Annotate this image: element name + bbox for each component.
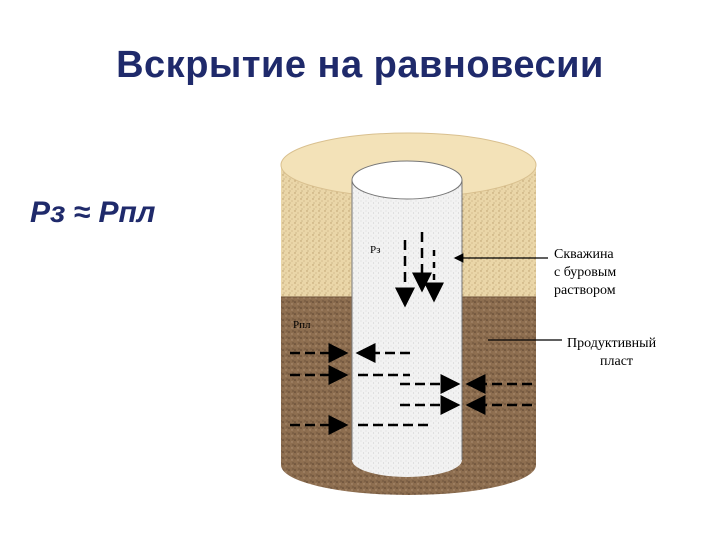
callout-formation-line-1: Продуктивный xyxy=(567,336,657,351)
callout-well-line-1: Скважина xyxy=(554,247,614,262)
well-pressure-label: Рз xyxy=(370,244,380,256)
wellbore-top xyxy=(352,161,462,199)
wellbore xyxy=(352,161,462,477)
formation-pressure-label: Рпл xyxy=(293,319,311,331)
callout-well-line-3: раствором xyxy=(554,283,616,298)
callout-well-line-2: с буровым xyxy=(554,265,616,280)
wellbore-body xyxy=(352,180,462,460)
wellbore-bottom xyxy=(352,443,462,477)
callout-formation-line-2: пласт xyxy=(600,354,633,369)
